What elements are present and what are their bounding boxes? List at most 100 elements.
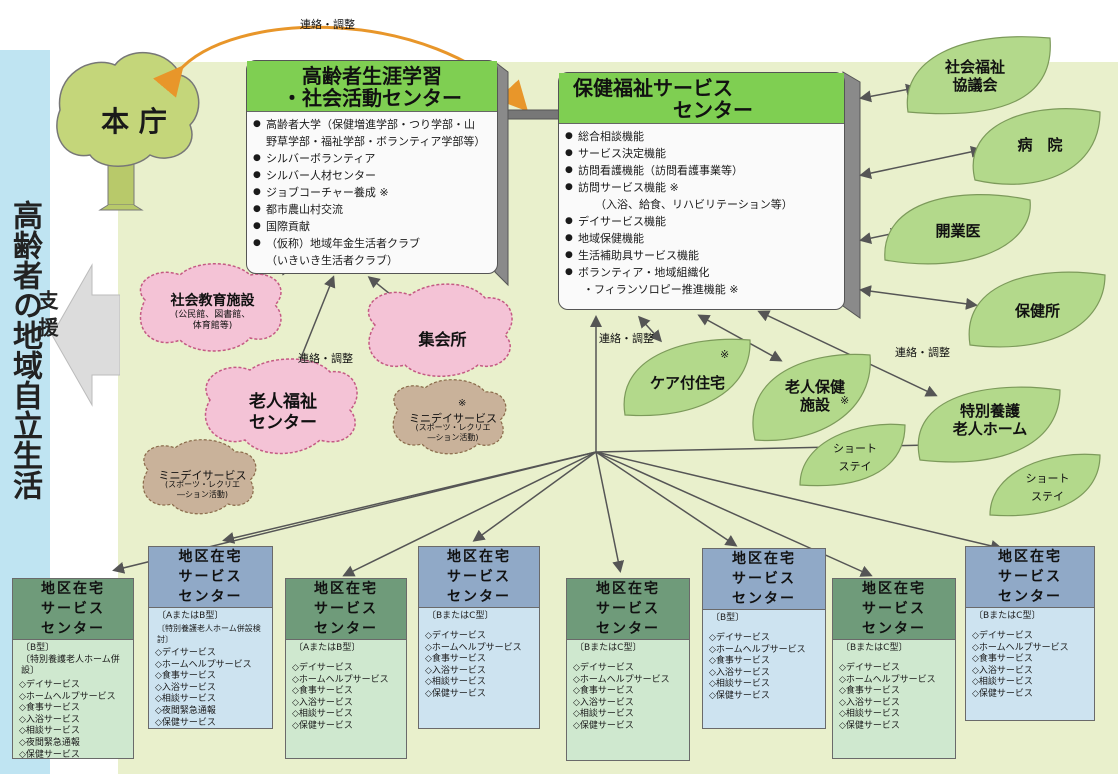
district-box-title: 地区在宅 サービス センター: [12, 578, 134, 640]
cloud-minidei-1: ミニデイサービス: [158, 469, 247, 482]
health-center-title: 保健福祉サービス センター: [559, 73, 844, 124]
health-center-list: 総合相談機能 サービス決定機能 訪問看護機能（訪問看護事業等） 訪問サービス機能…: [559, 124, 844, 302]
district-box-title: 地区在宅 サービス センター: [566, 578, 690, 640]
district-box-type: 〔BまたはC型〕: [575, 643, 642, 653]
list-item: 相談サービス: [573, 709, 689, 721]
district-box-7: 地区在宅 サービス センター 〔BまたはC型〕 デイサービス ホームヘルプサービ…: [832, 578, 956, 759]
district-box-type: 〔AまたはB型〕: [294, 643, 361, 653]
district-box-subtype: 〔特別養護老人ホーム併設〕: [21, 655, 120, 676]
list-item: ホームヘルプサービス: [573, 675, 689, 687]
cloud-shapes: [139, 263, 513, 515]
connector-label-top: 連絡・調整: [300, 18, 355, 31]
list-item: ホームヘルプサービス: [19, 692, 133, 704]
list-item: 食事サービス: [709, 656, 825, 668]
cloud-rojin-fukushi: 老人福祉 センター: [249, 392, 317, 433]
list-item: 保健サービス: [425, 689, 539, 701]
district-box-type: 〔BまたはC型〕: [974, 611, 1041, 621]
honcho-label: 本 庁: [101, 105, 167, 138]
district-box-title: 地区在宅 サービス センター: [702, 548, 826, 610]
list-item: ・フィランソロピー推進機能 ※: [583, 283, 739, 296]
connector-label: 連絡・調整: [599, 332, 654, 345]
list-item: 夜間緊急通報: [19, 738, 133, 750]
list-item: 相談サービス: [709, 679, 825, 691]
list-item: 食事サービス: [19, 703, 133, 715]
district-box-5: 地区在宅 サービス センター 〔BまたはC型〕 デイサービス ホームヘルプサービ…: [566, 578, 690, 761]
list-item: デイサービス: [425, 631, 539, 643]
list-item: 保健サービス: [972, 689, 1094, 701]
list-item: 高齢者大学（保健増進学部・つり学部・山: [253, 116, 491, 133]
leaf-shapes: [623, 36, 1106, 517]
star-note: ※: [840, 394, 850, 407]
list-item: 保健サービス: [709, 691, 825, 703]
district-box-3: 地区在宅 サービス センター 〔AまたはB型〕 デイサービス ホームヘルプサービ…: [285, 578, 407, 759]
list-item: シルバーボランティア: [253, 150, 491, 167]
list-item: ホームヘルプサービス: [425, 643, 539, 655]
leaf-short-stay-2: ショート ステイ: [1025, 472, 1070, 503]
connector-label: 連絡・調整: [298, 352, 353, 365]
district-box-1: 地区在宅 サービス センター 〔B型〕 〔特別養護老人ホーム併設〕 デイサービス…: [12, 578, 134, 762]
list-item: （仮称）地域年金生活者クラブ: [253, 235, 491, 252]
leaf-byoin: 病 院: [1017, 136, 1063, 154]
leaf-hokenjo: 保健所: [1014, 302, 1060, 320]
cloud-minidei-2-sub: (スポーツ・レクリエ ―ション活動): [415, 423, 491, 442]
list-item: 訪問サービス機能 ※: [565, 179, 838, 196]
list-item: シルバー人材センター: [253, 167, 491, 184]
district-box-type: 〔B型〕: [21, 643, 55, 653]
list-item: 相談サービス: [972, 677, 1094, 689]
list-item: 訪問看護機能（訪問看護事業等）: [565, 162, 838, 179]
district-box-type: 〔B型〕: [711, 613, 745, 623]
connector-label: 連絡・調整: [895, 346, 950, 359]
list-item: 入浴サービス: [573, 698, 689, 710]
list-item: 保健サービス: [839, 721, 955, 733]
district-box-4: 地区在宅 サービス センター 〔BまたはC型〕 デイサービス ホームヘルプサービ…: [418, 546, 540, 729]
list-item: 野草学部・福祉学部・ボランティア学部等）: [266, 135, 486, 148]
list-item: デイサービス: [972, 631, 1094, 643]
list-item: 入浴サービス: [972, 666, 1094, 678]
list-item: ホームヘルプサービス: [839, 675, 955, 687]
list-item: 相談サービス: [155, 694, 272, 706]
leaf-short-stay-1: ショート ステイ: [833, 442, 877, 473]
leaf-rojin-hoken: 老人保健 施設: [784, 378, 845, 414]
list-item: サービス決定機能: [565, 145, 838, 162]
district-box-subtype: 〔特別養護老人ホーム併設検討〕: [157, 624, 261, 644]
list-item: 保健サービス: [19, 750, 133, 762]
list-item: 保健サービス: [155, 718, 272, 730]
district-box-8: 地区在宅 サービス センター 〔BまたはC型〕 デイサービス ホームヘルプサービ…: [965, 546, 1095, 721]
list-item: デイサービス: [709, 633, 825, 645]
district-box-title: 地区在宅 サービス センター: [832, 578, 956, 640]
list-item: 入浴サービス: [292, 698, 406, 710]
list-item: 相談サービス: [19, 726, 133, 738]
cloud-shakai-kyoiku-sub: (公民館、図書館、 体育館等): [174, 310, 251, 331]
list-item: 相談サービス: [839, 709, 955, 721]
cloud-shakai-kyoiku: 社会教育施設: [170, 293, 255, 309]
district-box-2: 地区在宅 サービス センター 〔AまたはB型〕 〔特別養護老人ホーム併設検討〕 …: [148, 546, 273, 729]
cloud-minidei-2: ミニデイサービス: [409, 412, 497, 425]
list-item: （入浴、給食、リハビリテーション等）: [595, 198, 793, 211]
list-item: デイサービス機能: [565, 213, 838, 230]
list-item: 都市農山村交流: [253, 201, 491, 218]
list-item: 生活補助具サービス機能: [565, 247, 838, 264]
list-item: （いきいき生活者クラブ）: [266, 254, 398, 267]
list-item: 地域保健機能: [565, 230, 838, 247]
learning-center-box: 高齢者生涯学習 ・社会活動センター 高齢者大学（保健増進学部・つり学部・山 野草…: [246, 60, 498, 274]
leaf-shakai-fukushi: 社会福祉 協議会: [944, 58, 1005, 94]
cloud-shukaisho: 集会所: [418, 330, 467, 349]
district-box-type: 〔BまたはC型〕: [427, 611, 494, 621]
learning-center-title: 高齢者生涯学習 ・社会活動センター: [247, 61, 497, 112]
list-item: 入浴サービス: [839, 698, 955, 710]
list-item: 食事サービス: [425, 654, 539, 666]
cloud-minidei-1-sub: (スポーツ・レクリエ ―ション活動): [165, 480, 240, 499]
list-item: 保健サービス: [573, 721, 689, 733]
list-item: 入浴サービス: [425, 666, 539, 678]
list-item: ジョブコーチャー養成 ※: [253, 184, 491, 201]
district-box-type: 〔AまたはB型〕: [157, 611, 224, 621]
district-box-title: 地区在宅 サービス センター: [418, 546, 540, 608]
list-item: デイサービス: [292, 663, 406, 675]
district-box-title: 地区在宅 サービス センター: [148, 546, 273, 608]
list-item: デイサービス: [839, 663, 955, 675]
district-box-title: 地区在宅 サービス センター: [285, 578, 407, 640]
list-item: 食事サービス: [839, 686, 955, 698]
list-item: 総合相談機能: [565, 128, 838, 145]
list-item: ホームヘルプサービス: [155, 660, 272, 672]
list-item: 食事サービス: [155, 671, 272, 683]
